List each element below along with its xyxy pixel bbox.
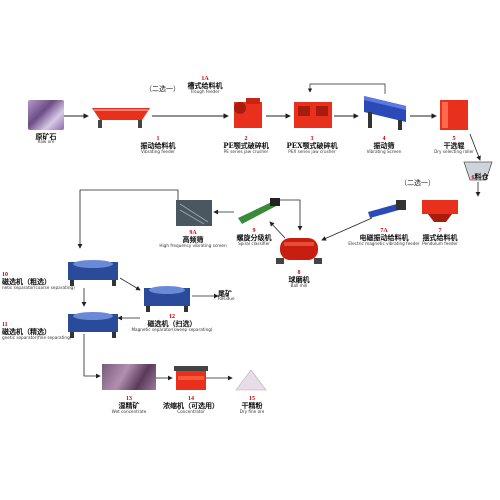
- storage-bin: [463, 161, 493, 181]
- mag-fine-label: 11 磁选机（精选） gnetic separator(fine separat…: [2, 322, 72, 340]
- thickener-machine: [174, 366, 208, 390]
- electric-feeder-label: 7A 电磁振动给料机 Electric magnetic vibrating f…: [348, 228, 420, 246]
- wet-concentrate-image: [102, 364, 156, 390]
- trough-feeder-label: 1A 槽式给料机 Trough feeder: [187, 76, 223, 94]
- spiral-classifier-label: 9 螺旋分级机 Spiral classifier: [236, 228, 272, 246]
- pex-crusher-label: 3 PEX颚式破碎机 PEX series jaw crusher: [286, 136, 338, 154]
- residue-label: 尾矿 Residue: [218, 289, 235, 302]
- dry-roller-label: 5 干选辊 Dry selecting roller: [434, 136, 474, 154]
- spiral-classifier-machine: [238, 198, 280, 224]
- select-one-tag-top: （二选一）: [145, 85, 180, 93]
- raw-ore-label: 原矿石 Raw ore: [35, 132, 57, 145]
- high-frequency-screen-machine: [176, 200, 212, 226]
- thickener-label: 14 浓缩机（可选用） Concentrator: [163, 396, 219, 414]
- dry-fine-label: 15 干精粉 Dry fine ore: [239, 396, 265, 414]
- magnetic-separator-rough-machine: [68, 260, 118, 286]
- vibrating-feeder-label: 1 振动给料机 Vibrating feeder: [140, 136, 176, 154]
- ball-mill-machine: [276, 238, 322, 264]
- magnetic-separator-fine-machine: [68, 312, 118, 338]
- mag-rough-label: 10 磁选机（粗选） netic separator(coarse separa…: [2, 272, 75, 290]
- vibrating-feeder-machine: [92, 108, 150, 128]
- pendulum-feeder-machine: [422, 200, 458, 222]
- select-one-tag-mid: （二选一）: [400, 179, 435, 187]
- electric-magnetic-feeder-machine: [368, 200, 406, 218]
- vibrating-screen-label: 4 振动筛 Vibrating Screen: [366, 136, 402, 154]
- pe-jaw-crusher-machine: [234, 98, 262, 128]
- pe-crusher-label: 2 PE颚式破碎机 PE series jaw crusher: [223, 136, 269, 154]
- dry-fine-ore-pile: [235, 369, 267, 391]
- mag-sweep-label: 12 磁选机（扫选） Magnetic separator(sweep sepa…: [131, 314, 213, 332]
- bin-label: 6料仓: [471, 172, 489, 181]
- pendulum-feeder-label: 7 摆式给料机 Pendulum feeder: [422, 228, 458, 246]
- wet-concentrate-label: 13 湿精矿 Wet concentrate: [111, 396, 147, 414]
- raw-ore-image: [28, 100, 64, 130]
- magnetic-separator-sweep-machine: [144, 286, 190, 312]
- dry-selecting-roller-machine: [440, 100, 468, 130]
- pex-jaw-crusher-machine: [294, 102, 332, 128]
- ball-mill-label: 8 球磨机 Ball mill: [288, 270, 310, 288]
- vibrating-screen-machine: [364, 96, 406, 130]
- hf-screen-label: 9A 高频筛 High frequency vibrating screen: [159, 230, 227, 248]
